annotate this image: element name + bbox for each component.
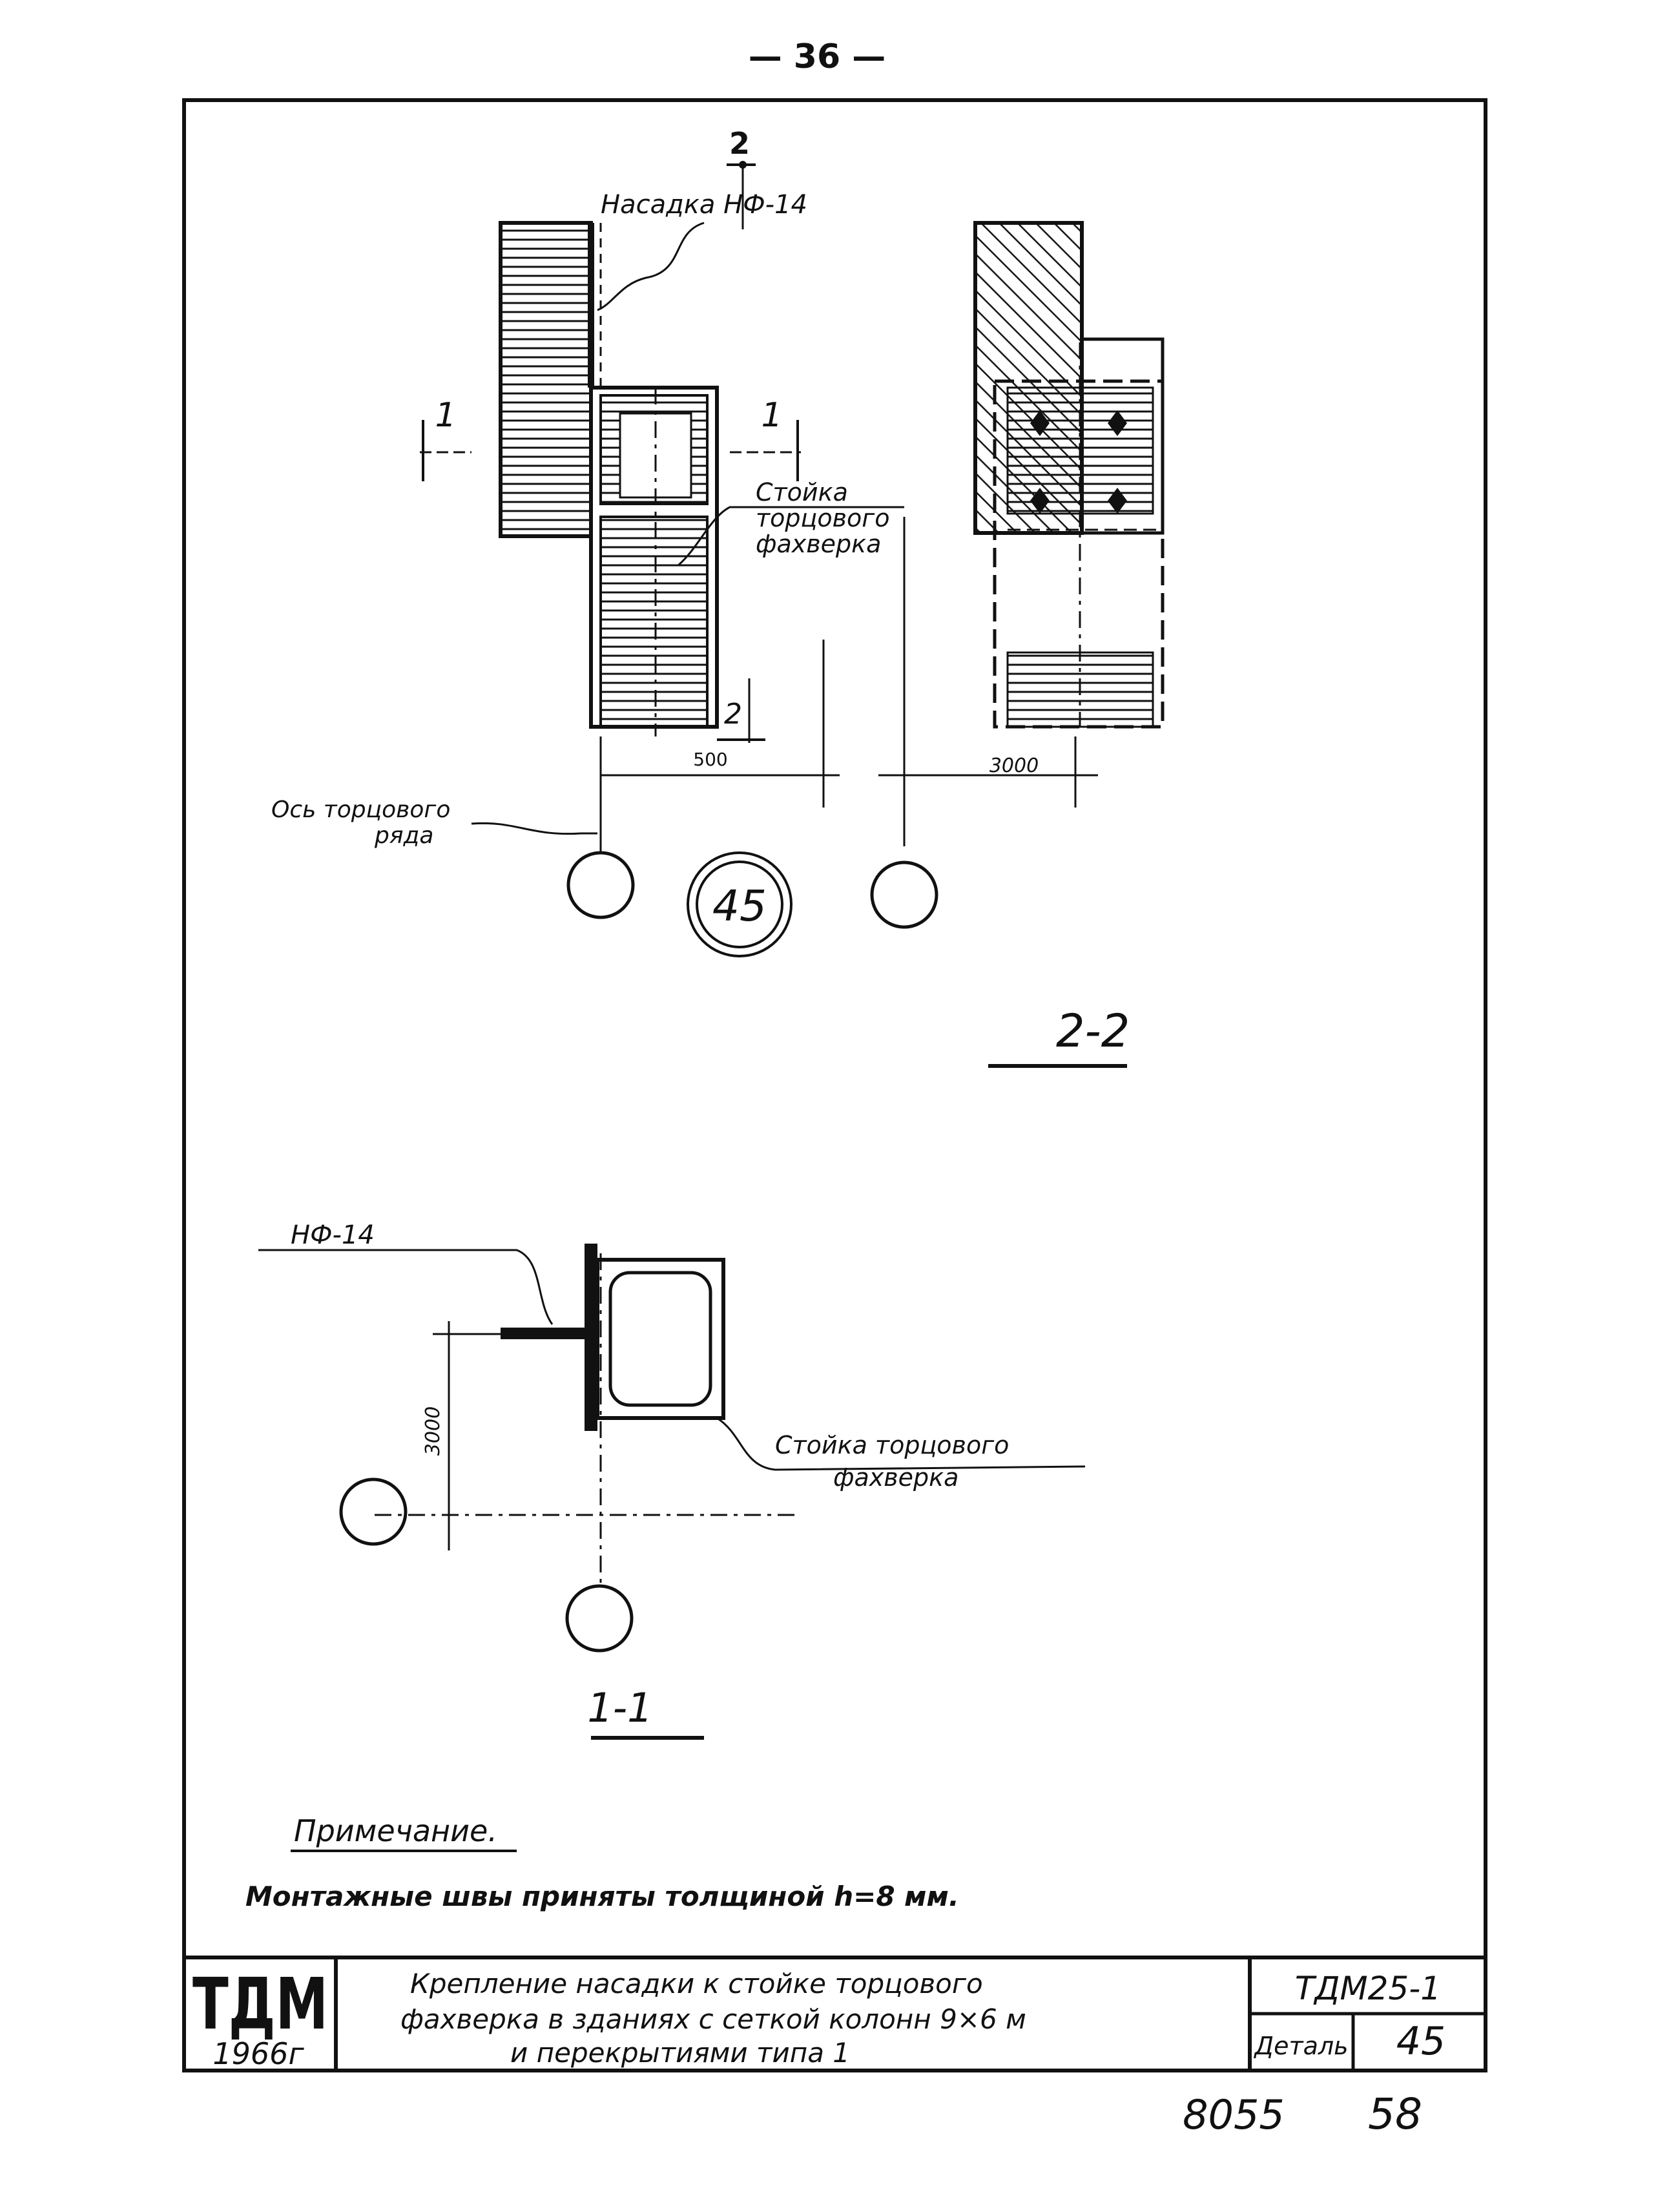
section-mark-2-bottom: 2: [724, 698, 742, 731]
label-nozzle: Насадка НФ-14: [601, 190, 807, 220]
title-code: ТДМ25-1: [1295, 1970, 1441, 2007]
detail-ring-outer: [687, 851, 792, 957]
title-detail-number: 45: [1396, 2019, 1445, 2064]
label-axis-line-1: Ось торцового: [271, 797, 450, 823]
detail-ring-inner: [696, 861, 783, 948]
label-post-line-3: фахверка: [756, 530, 881, 558]
bolt-marks: [1030, 410, 1127, 514]
dim-500-label: 500: [693, 749, 727, 770]
view11-leader-nf: [258, 1249, 554, 1325]
title-line-3: и перекрытиями типа 1: [510, 2037, 850, 2069]
title-block: ТДМ 1966г Крепление насадки к стойке тор…: [184, 1956, 1486, 2071]
note-block: Примечание. Монтажные швы приняты толщин…: [245, 1813, 959, 1912]
dim-3000-label: 3000: [989, 755, 1039, 777]
label-axis-line-2: ряда: [374, 822, 433, 849]
post-lower-hatched: [599, 516, 709, 728]
label-post-line-2: торцового: [756, 504, 889, 532]
view11-label-post-1: Стойка торцового: [775, 1431, 1009, 1459]
leader-axis: [471, 822, 597, 835]
view11-post-outline: [596, 1258, 725, 1420]
leader-post: [678, 506, 904, 567]
detail-number-badge: 45: [712, 881, 767, 931]
section-mark-1-left: 1: [435, 396, 456, 435]
title-detail-label: Деталь: [1253, 2032, 1348, 2060]
view-2-2: 2-2: [973, 221, 1165, 1068]
drawing-frame: [182, 98, 1487, 2072]
view11-nf-web: [585, 1244, 597, 1431]
section-mark-1-right: 1: [761, 396, 782, 435]
logo-tdm: ТДМ: [192, 1963, 328, 2045]
section-mark-2-top: 2: [729, 126, 750, 161]
note-text: Монтажные швы приняты толщиной h=8 мм.: [245, 1881, 959, 1912]
view11-label: 1-1: [587, 1684, 652, 1731]
label-post-line-1: Стойка: [756, 478, 848, 506]
view11-bubble-left: [339, 1477, 408, 1546]
view11-dim-3000: 3000: [422, 1406, 444, 1456]
view11-leader-post: [716, 1417, 1086, 1471]
title-line-1: Крепление насадки к стойке торцового: [410, 1968, 983, 1999]
page-mark: — 36 —: [749, 37, 886, 76]
column-body: [499, 221, 593, 538]
view11-bubble-bottom: [565, 1584, 634, 1653]
leader-nozzle: [597, 222, 705, 311]
title-line-2: фахверка в зданиях с сеткой колонн 9×6 м: [400, 2003, 1026, 2035]
elevation-view: 2 Насадка НФ-14 1 1 Стойка торцового фах…: [271, 126, 1098, 957]
view11-label-nf: НФ-14: [291, 1220, 375, 1250]
view11-post-inner: [608, 1271, 712, 1407]
sheet-number: 58: [1368, 2089, 1422, 2139]
axis-bubble-left: [566, 851, 635, 919]
axis-bubble-right: [870, 861, 938, 929]
view-1-1: НФ-14 3000 Стойка торцового фахверка 1-1: [258, 1220, 1086, 1740]
note-title: Примечание.: [294, 1813, 497, 1848]
view22-label: 2-2: [1056, 1005, 1130, 1058]
title-year: 1966г: [212, 2036, 304, 2071]
archive-number: 8055: [1183, 2091, 1285, 2138]
